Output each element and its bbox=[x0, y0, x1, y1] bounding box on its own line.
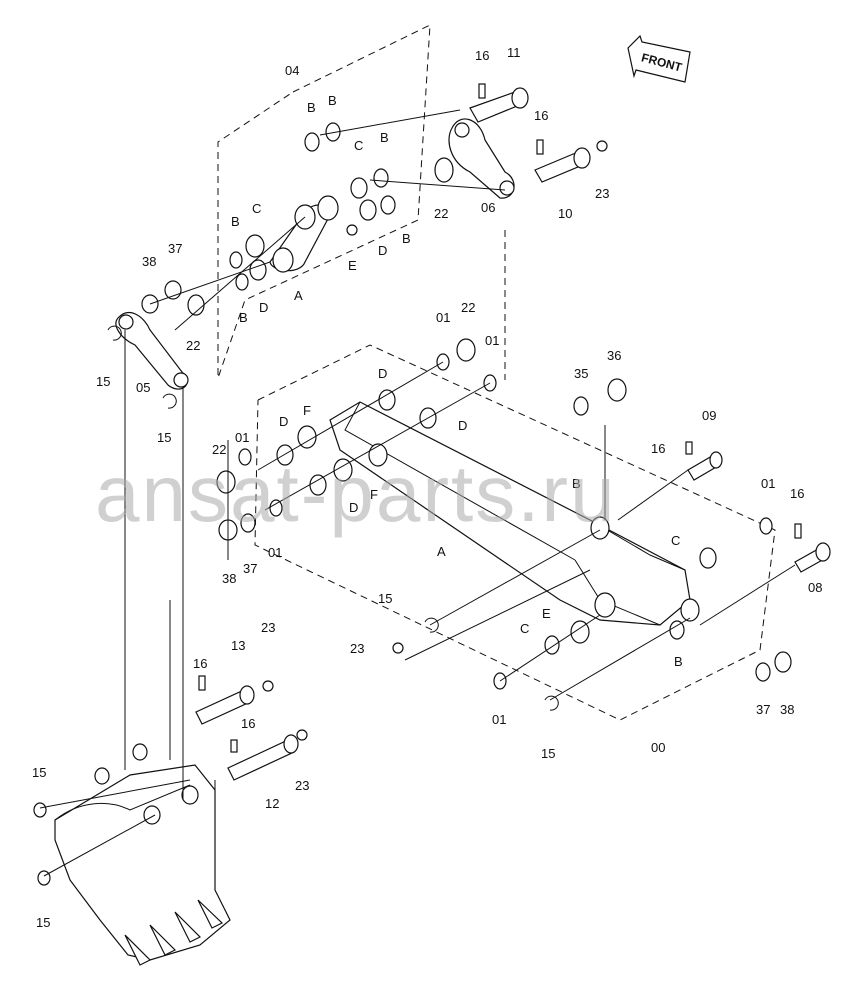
label-C-a: C bbox=[354, 138, 363, 153]
label-35: 35 bbox=[574, 366, 588, 381]
shims-35-36 bbox=[573, 378, 627, 416]
group-04-boundary bbox=[217, 24, 431, 379]
label-36: 36 bbox=[607, 348, 621, 363]
label-22-c: 22 bbox=[461, 300, 475, 315]
link-05 bbox=[115, 312, 189, 390]
bushings-arm bbox=[216, 338, 497, 541]
label-F-b: F bbox=[370, 487, 378, 502]
label-15-c: 15 bbox=[378, 591, 392, 606]
label-12: 12 bbox=[265, 796, 279, 811]
label-01-a: 01 bbox=[436, 310, 450, 325]
link-06 bbox=[448, 118, 515, 199]
label-06: 06 bbox=[481, 200, 495, 215]
label-01-e: 01 bbox=[761, 476, 775, 491]
pin-12 bbox=[227, 729, 308, 781]
label-00: 00 bbox=[651, 740, 665, 755]
label-38-c: 38 bbox=[780, 702, 794, 717]
label-F-a: F bbox=[303, 403, 311, 418]
label-09: 09 bbox=[702, 408, 716, 423]
label-E-a: E bbox=[348, 258, 357, 273]
label-B-b: B bbox=[328, 93, 337, 108]
label-A-b: A bbox=[437, 544, 446, 559]
label-16-e: 16 bbox=[193, 656, 207, 671]
link-A-assembly bbox=[269, 195, 339, 273]
label-16-f: 16 bbox=[241, 716, 255, 731]
label-23-b: 23 bbox=[350, 641, 364, 656]
label-D-a: D bbox=[378, 243, 387, 258]
label-B-e: B bbox=[231, 214, 240, 229]
label-B-f: B bbox=[239, 310, 248, 325]
label-04: 04 bbox=[285, 63, 299, 78]
label-01-d: 01 bbox=[268, 545, 282, 560]
label-15-b: 15 bbox=[157, 430, 171, 445]
pin-08 bbox=[794, 523, 831, 573]
watermark: ansat-parts.ru bbox=[95, 449, 617, 538]
label-22-d: 22 bbox=[212, 442, 226, 457]
ring-15-a bbox=[107, 325, 122, 341]
label-37-b: 37 bbox=[243, 561, 257, 576]
pin-10 bbox=[534, 139, 608, 183]
label-D-b: D bbox=[259, 300, 268, 315]
arm-A bbox=[329, 401, 700, 626]
label-22-b: 22 bbox=[186, 338, 200, 353]
label-16-c: 16 bbox=[651, 441, 665, 456]
lower-bushings bbox=[392, 617, 792, 711]
label-38-b: 38 bbox=[222, 571, 236, 586]
front-arrow: FRONT bbox=[627, 34, 691, 83]
label-16-b: 16 bbox=[534, 108, 548, 123]
label-15-d: 15 bbox=[541, 746, 555, 761]
label-37-a: 37 bbox=[168, 241, 182, 256]
label-D-e: D bbox=[279, 414, 288, 429]
label-A-a: A bbox=[294, 288, 303, 303]
label-23-a: 23 bbox=[595, 186, 609, 201]
label-01-c: 01 bbox=[235, 430, 249, 445]
label-23-c: 23 bbox=[261, 620, 275, 635]
ring-15-c bbox=[33, 802, 47, 818]
label-D-c: D bbox=[378, 366, 387, 381]
label-22-a: 22 bbox=[434, 206, 448, 221]
label-D-f: D bbox=[349, 500, 358, 515]
label-01-b: 01 bbox=[485, 333, 499, 348]
label-11: 11 bbox=[507, 45, 521, 60]
label-B-d: B bbox=[402, 231, 411, 246]
label-01-f: 01 bbox=[492, 712, 506, 727]
label-13: 13 bbox=[231, 638, 245, 653]
shim-22-upper bbox=[434, 157, 454, 183]
leader-lines bbox=[39, 109, 796, 890]
pin-09 bbox=[685, 441, 723, 481]
label-C-b: C bbox=[252, 201, 261, 216]
bushing-C-right bbox=[699, 547, 717, 569]
label-08: 08 bbox=[808, 580, 822, 595]
label-15-e: 15 bbox=[32, 765, 46, 780]
label-16-d: 16 bbox=[790, 486, 804, 501]
label-37-c: 37 bbox=[756, 702, 770, 717]
label-B-c: B bbox=[380, 130, 389, 145]
pin-13 bbox=[195, 675, 274, 725]
label-15-f: 15 bbox=[36, 915, 50, 930]
label-10: 10 bbox=[558, 206, 572, 221]
label-B-h: B bbox=[674, 654, 683, 669]
seal-01-right bbox=[759, 517, 773, 535]
label-B-g: B bbox=[572, 476, 581, 491]
label-B-a: B bbox=[307, 100, 316, 115]
label-D-d: D bbox=[458, 418, 467, 433]
label-38-a: 38 bbox=[142, 254, 156, 269]
bushings-group-04 bbox=[229, 122, 396, 291]
label-E-b: E bbox=[542, 606, 551, 621]
label-23-d: 23 bbox=[295, 778, 309, 793]
bucket bbox=[54, 743, 231, 966]
group-00-boundary bbox=[254, 344, 776, 721]
label-16-a: 16 bbox=[475, 48, 489, 63]
ring-15-d bbox=[37, 870, 51, 886]
label-15-a: 15 bbox=[96, 374, 110, 389]
label-05: 05 bbox=[136, 380, 150, 395]
ring-15-b bbox=[162, 393, 177, 409]
label-C-c: C bbox=[671, 533, 680, 548]
pin-11 bbox=[469, 83, 529, 123]
label-C-d: C bbox=[520, 621, 529, 636]
